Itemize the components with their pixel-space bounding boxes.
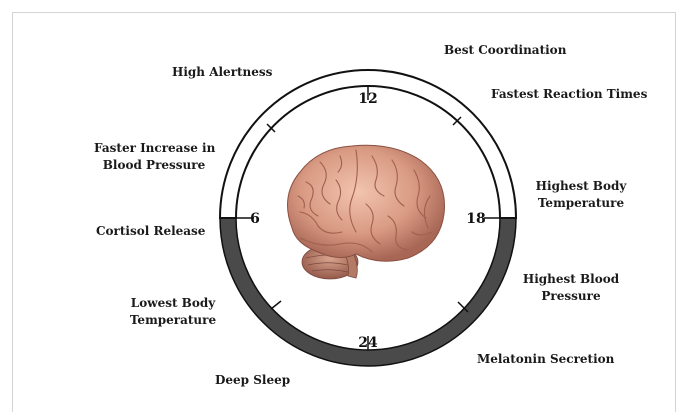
brain-image [288,145,445,279]
label-fastest-reaction-times: Fastest Reaction Times [491,86,647,103]
label-faster-increase-bp: Faster Increase in Blood Pressure [94,140,214,174]
label-best-coordination: Best Coordination [444,42,566,59]
label-lowest-body-temperature: Lowest Body Temperature [118,295,228,329]
label-highest-body-temperature-line1: Highest Body [526,178,636,195]
label-cortisol-release: Cortisol Release [96,223,205,240]
label-high-alertness: High Alertness [172,64,272,81]
hour-12-label: 12 [358,91,377,107]
label-highest-blood-pressure-line1: Highest Blood [516,271,626,288]
label-highest-blood-pressure-line2: Pressure [516,288,626,305]
label-melatonin-secretion: Melatonin Secretion [477,351,614,368]
hour-24-label: 24 [358,335,378,351]
label-faster-increase-bp-line2: Blood Pressure [94,157,214,174]
hour-18-label: 18 [466,211,485,227]
tick-3 [271,301,281,309]
label-highest-body-temperature-line2: Temperature [526,195,636,212]
label-lowest-body-temperature-line2: Temperature [118,312,228,329]
label-deep-sleep: Deep Sleep [215,372,290,389]
label-highest-body-temperature: Highest Body Temperature [526,178,636,212]
label-highest-blood-pressure: Highest Blood Pressure [516,271,626,305]
label-faster-increase-bp-line1: Faster Increase in [94,140,214,157]
hour-6-label: 6 [250,211,260,227]
label-lowest-body-temperature-line1: Lowest Body [118,295,228,312]
